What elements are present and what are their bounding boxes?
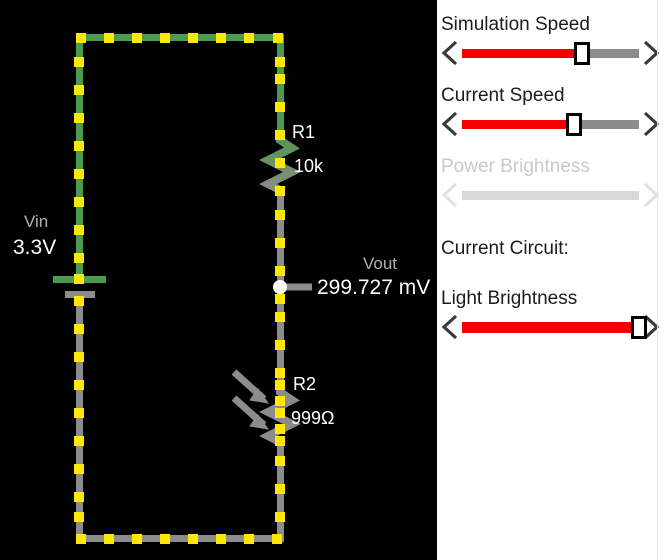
r2-value: 999Ω xyxy=(291,408,335,428)
power-brightness-slider xyxy=(439,180,662,210)
spacer xyxy=(437,210,664,238)
circuit-canvas[interactable]: Vin 3.3V Vout 299.727 mV R1 10k R2 999Ω xyxy=(0,0,437,560)
spacer xyxy=(437,68,664,85)
power-brightness-track xyxy=(462,181,639,209)
chevron-right-icon[interactable] xyxy=(640,110,662,138)
panel-divider xyxy=(657,0,658,560)
chevron-left-icon[interactable] xyxy=(439,313,461,341)
light-brightness-slider[interactable] xyxy=(439,312,662,342)
current-flow-dots xyxy=(74,33,285,544)
r2-label: R2 xyxy=(293,374,317,394)
r1-label: R1 xyxy=(292,122,316,142)
vout-value: 299.727 mV xyxy=(317,276,431,299)
spacer xyxy=(437,260,664,288)
slider-track-fill xyxy=(462,49,583,58)
wire-left-upper[interactable] xyxy=(76,34,83,282)
control-power-brightness: Power Brightness xyxy=(437,156,664,210)
resistor-r2-symbol[interactable] xyxy=(259,386,301,446)
vin-value: 3.3V xyxy=(13,236,57,259)
r1-value: 10k xyxy=(294,156,324,176)
current-circuit-group: Current Circuit: xyxy=(437,238,664,260)
chevron-right-icon xyxy=(643,182,660,208)
control-simulation-speed: Simulation Speed xyxy=(437,14,664,68)
slider-track-fill xyxy=(462,120,574,129)
current-speed-track[interactable] xyxy=(462,110,639,138)
circuit-schematic[interactable] xyxy=(0,0,437,560)
chevron-left-icon xyxy=(441,182,458,208)
current-speed-label: Current Speed xyxy=(441,85,565,106)
chevron-left-icon[interactable] xyxy=(439,39,461,67)
wire-top[interactable] xyxy=(76,34,284,41)
slider-thumb[interactable] xyxy=(565,113,582,136)
chevron-left-icon[interactable] xyxy=(439,110,461,138)
light-brightness-track[interactable] xyxy=(462,313,647,341)
vout-probe-node[interactable] xyxy=(273,280,287,294)
simulation-speed-track[interactable] xyxy=(462,39,639,67)
slider-thumb[interactable] xyxy=(631,316,647,339)
control-current-speed: Current Speed xyxy=(437,85,664,139)
simulation-speed-label: Simulation Speed xyxy=(441,14,590,35)
vin-label: Vin xyxy=(24,212,49,231)
photoresistor-light-arrows xyxy=(231,369,270,430)
slider-track-bg xyxy=(462,191,639,200)
wire-bottom[interactable] xyxy=(76,535,284,542)
current-circuit-label: Current Circuit: xyxy=(441,238,569,259)
power-brightness-label: Power Brightness xyxy=(441,156,590,177)
slider-thumb[interactable] xyxy=(574,42,591,65)
light-brightness-label: Light Brightness xyxy=(441,288,578,309)
control-panel: Simulation Speed Current Speed xyxy=(437,0,664,560)
current-speed-slider[interactable] xyxy=(439,109,662,139)
control-light-brightness: Light Brightness xyxy=(437,288,664,342)
vout-label: Vout xyxy=(363,254,398,273)
chevron-right-icon[interactable] xyxy=(640,39,662,67)
simulation-speed-slider[interactable] xyxy=(439,38,662,68)
spacer xyxy=(437,139,664,156)
slider-track-fill xyxy=(462,322,639,333)
